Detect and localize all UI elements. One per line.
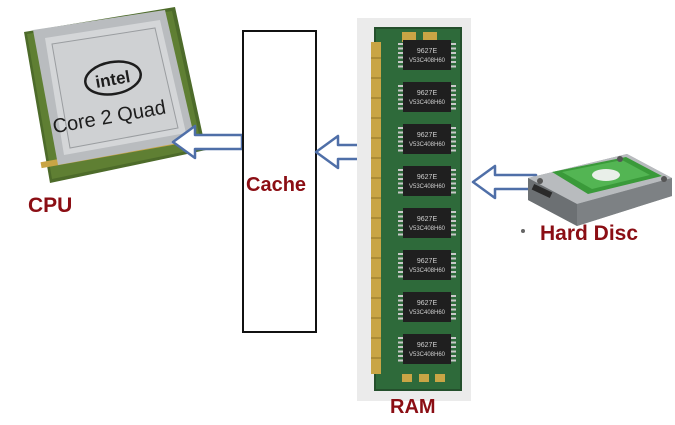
ram-chip-marking: V53C408H60	[409, 352, 446, 358]
ram-chip: 9627E V53C408H60	[398, 292, 456, 322]
ram-chip-marking: V53C408H60	[409, 310, 446, 316]
ram-chip: 9627E V53C408H60	[398, 124, 456, 154]
cpu-label: CPU	[28, 194, 73, 217]
ram-module-image: 9627E V53C408H60 9627E V53C408H60 9627E V53C4…	[371, 27, 462, 391]
ram-chip-marking: 9627E	[417, 48, 438, 55]
ram-chip: 9627E V53C408H60	[398, 166, 456, 196]
hard-disc-label: Hard Disc	[540, 222, 639, 245]
hard-disc-bullet	[521, 229, 525, 233]
cache-label: Cache	[246, 174, 307, 196]
ram-chip-marking: 9627E	[417, 300, 438, 307]
ram-chip-marking: V53C408H60	[409, 100, 446, 106]
cache-box	[242, 30, 317, 333]
ram-chip: 9627E V53C408H60	[398, 82, 456, 112]
ram-chip-marking: 9627E	[417, 90, 438, 97]
ram-chip-marking: 9627E	[417, 132, 438, 139]
ram-chip: 9627E V53C408H60	[398, 208, 456, 238]
ram-chip-marking: 9627E	[417, 258, 438, 265]
hard-disc-image	[528, 154, 672, 226]
ram-chip: 9627E V53C408H60	[398, 40, 456, 70]
ram-chip-marking: V53C408H60	[409, 226, 446, 232]
arrow-cache-to-cpu	[171, 124, 244, 160]
ram-chip-marking: V53C408H60	[409, 268, 446, 274]
cpu-chip-image: intel Core 2 Quad	[24, 7, 206, 183]
ram-chip: 9627E V53C408H60	[398, 334, 456, 364]
ram-chip-marking: V53C408H60	[409, 184, 446, 190]
ram-chip: 9627E V53C408H60	[398, 250, 456, 280]
ram-chip-marking: 9627E	[417, 174, 438, 181]
ram-chip-marking: 9627E	[417, 342, 438, 349]
ram-chip-marking: V53C408H60	[409, 58, 446, 64]
ram-chip-marking: 9627E	[417, 216, 438, 223]
ram-label: RAM	[390, 396, 436, 418]
ram-chip-marking: V53C408H60	[409, 142, 446, 148]
